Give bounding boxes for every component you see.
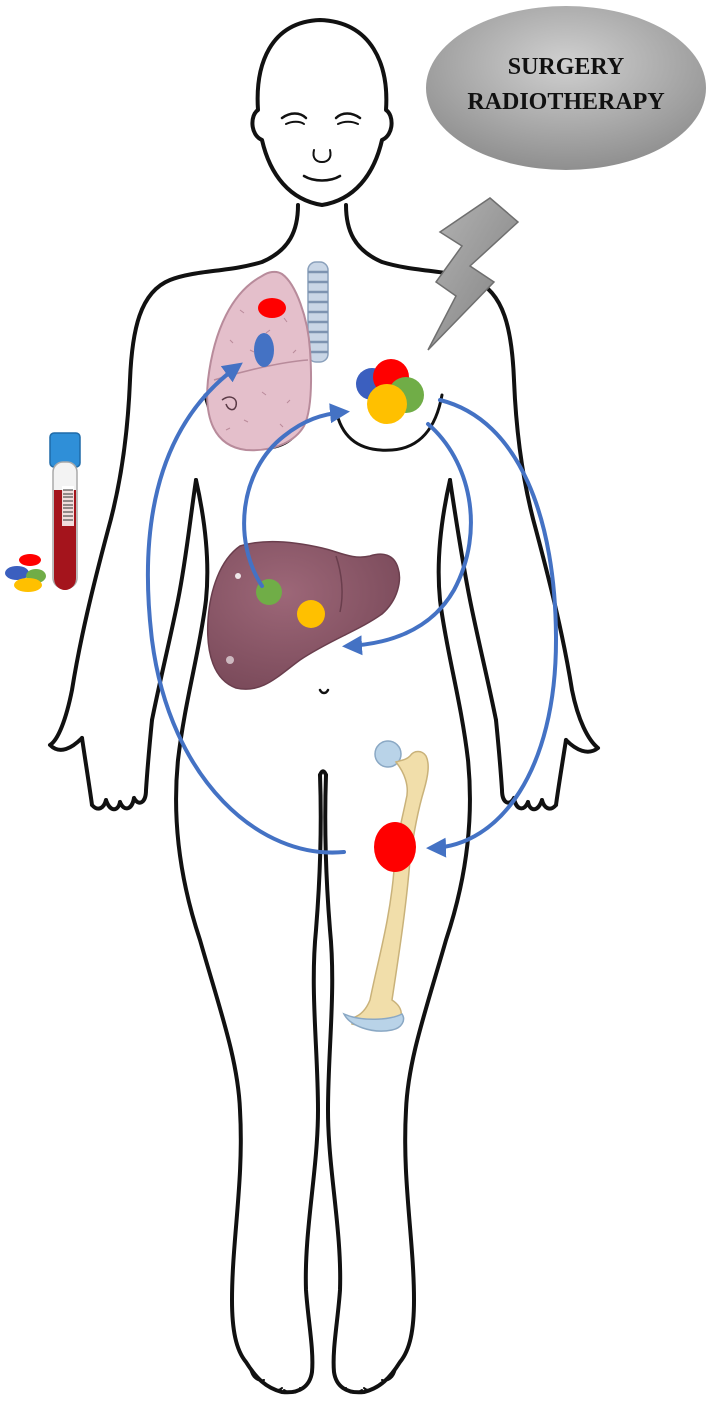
bone-lesion-red [374,822,416,872]
treatment-label-surgery: SURGERY [432,50,700,85]
cell-yellow [14,578,42,592]
cell-red [19,554,41,566]
trachea-icon [308,262,328,362]
cell-blue [5,566,29,580]
female-body-outline-icon [50,20,598,1393]
lightning-bolt-icon [428,198,518,350]
lung-lesion-red [258,298,286,318]
primary-tumour-cells [356,359,424,424]
circulating-cells [5,554,46,592]
liver-lesion-yellow [297,600,325,628]
arrow-breast-to-bone [432,400,556,848]
lung-lesion-blue [254,333,274,367]
blood-tube-icon [50,433,80,590]
femur-bone-icon [344,741,428,1031]
treatment-label: SURGERY RADIOTHERAPY [432,50,700,120]
treatment-label-radiotherapy: RADIOTHERAPY [432,85,700,120]
